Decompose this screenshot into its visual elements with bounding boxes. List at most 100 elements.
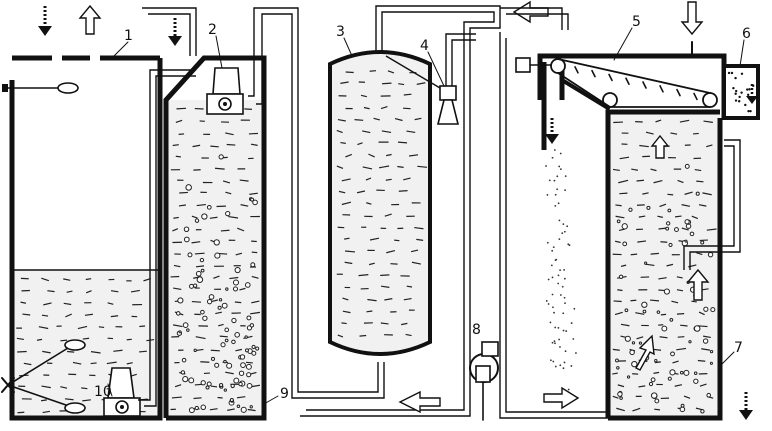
water-wave [697,325,708,328]
water-wave [191,300,202,303]
water-wave [72,361,82,365]
air-bubble [231,339,236,345]
water-wave [658,289,665,292]
water-wave [209,408,218,411]
pressure-tank-3 [328,50,432,356]
pump-10 [103,367,141,417]
water-wave [614,240,621,244]
water-wave [110,290,119,293]
air-bubble [206,204,212,210]
water-wave [639,144,649,148]
water-wave [220,229,230,232]
sludge-dot [563,230,566,233]
sludge-dot [561,232,564,235]
water-wave [636,179,645,182]
water-wave [227,408,235,411]
arrow-up-tank7-c [635,334,655,371]
water-wave [250,384,261,388]
water-wave [619,156,630,160]
air-bubble [631,360,638,368]
sludge-dot [562,367,565,370]
scraper-tooth [591,69,596,78]
froth-dot [747,109,750,113]
sludge-dot [545,300,548,302]
flotation-tank-7 [537,53,727,421]
water-wave [696,252,703,256]
water-wave [362,130,371,134]
water-wave [405,333,412,337]
air-bubble [250,197,255,202]
water-wave [63,278,71,281]
water-wave [215,311,222,315]
water-wave [130,289,140,293]
sludge-dot [552,306,554,309]
sludge-dot [553,311,555,314]
air-bubble [615,358,619,363]
float-valve-top [2,82,79,94]
sludge-dot [554,193,557,196]
water-wave [394,118,403,122]
sludge-dot [551,293,554,296]
water-wave [213,275,220,279]
water-wave [356,190,366,194]
air-bubble [654,359,658,363]
water-wave [645,131,654,135]
water-wave [337,118,346,122]
air-bubble [707,251,714,258]
sludge-dot [558,219,561,222]
water-wave [403,107,411,110]
air-bubble [208,294,215,300]
water-wave [172,324,183,328]
water-wave [612,168,620,172]
sludge-dot [551,276,554,279]
air-bubble [176,311,181,316]
water-wave [194,252,205,255]
air-bubble [638,341,643,345]
water-wave [191,215,198,219]
water-wave [106,361,117,365]
sludge-dot [562,223,565,226]
air-bubble [182,376,189,383]
sludge-dot [570,322,573,324]
air-bubble [252,199,258,206]
sludge-dot [557,282,560,285]
air-bubble [193,348,197,353]
sludge-dot [551,249,554,252]
froth-dot [737,100,741,103]
water-wave [214,167,225,170]
air-bubble [249,405,253,409]
scraper-tooth [676,88,681,97]
water-wave [173,216,179,219]
water-wave [676,289,684,292]
water-wave [650,252,659,255]
water-wave [84,313,93,316]
sludge-dot [559,168,562,171]
water-wave [218,252,228,255]
froth-dot [730,71,734,75]
water-wave [615,204,622,207]
pump-2 [206,67,244,115]
air-bubble [223,359,227,364]
sludge-dot [554,259,557,262]
air-bubble [240,362,246,368]
water-wave [341,322,347,325]
water-wave [380,274,390,277]
water-wave [41,385,51,389]
water-wave [675,215,682,218]
water-wave [657,215,664,218]
water-wave [674,384,683,387]
tank-2-bubbles [176,154,260,414]
air-bubble [181,357,187,363]
air-bubble [246,372,252,378]
water-wave [337,334,344,338]
air-bubble [619,396,623,400]
air-bubble [683,369,690,376]
sludge-dot [552,360,555,363]
water-wave [90,362,97,365]
froth-dot [734,89,738,93]
water-wave [613,300,622,303]
water-wave [403,93,412,96]
water-wave [698,204,707,207]
scraper-tooth [693,92,698,101]
air-bubble [695,191,700,196]
